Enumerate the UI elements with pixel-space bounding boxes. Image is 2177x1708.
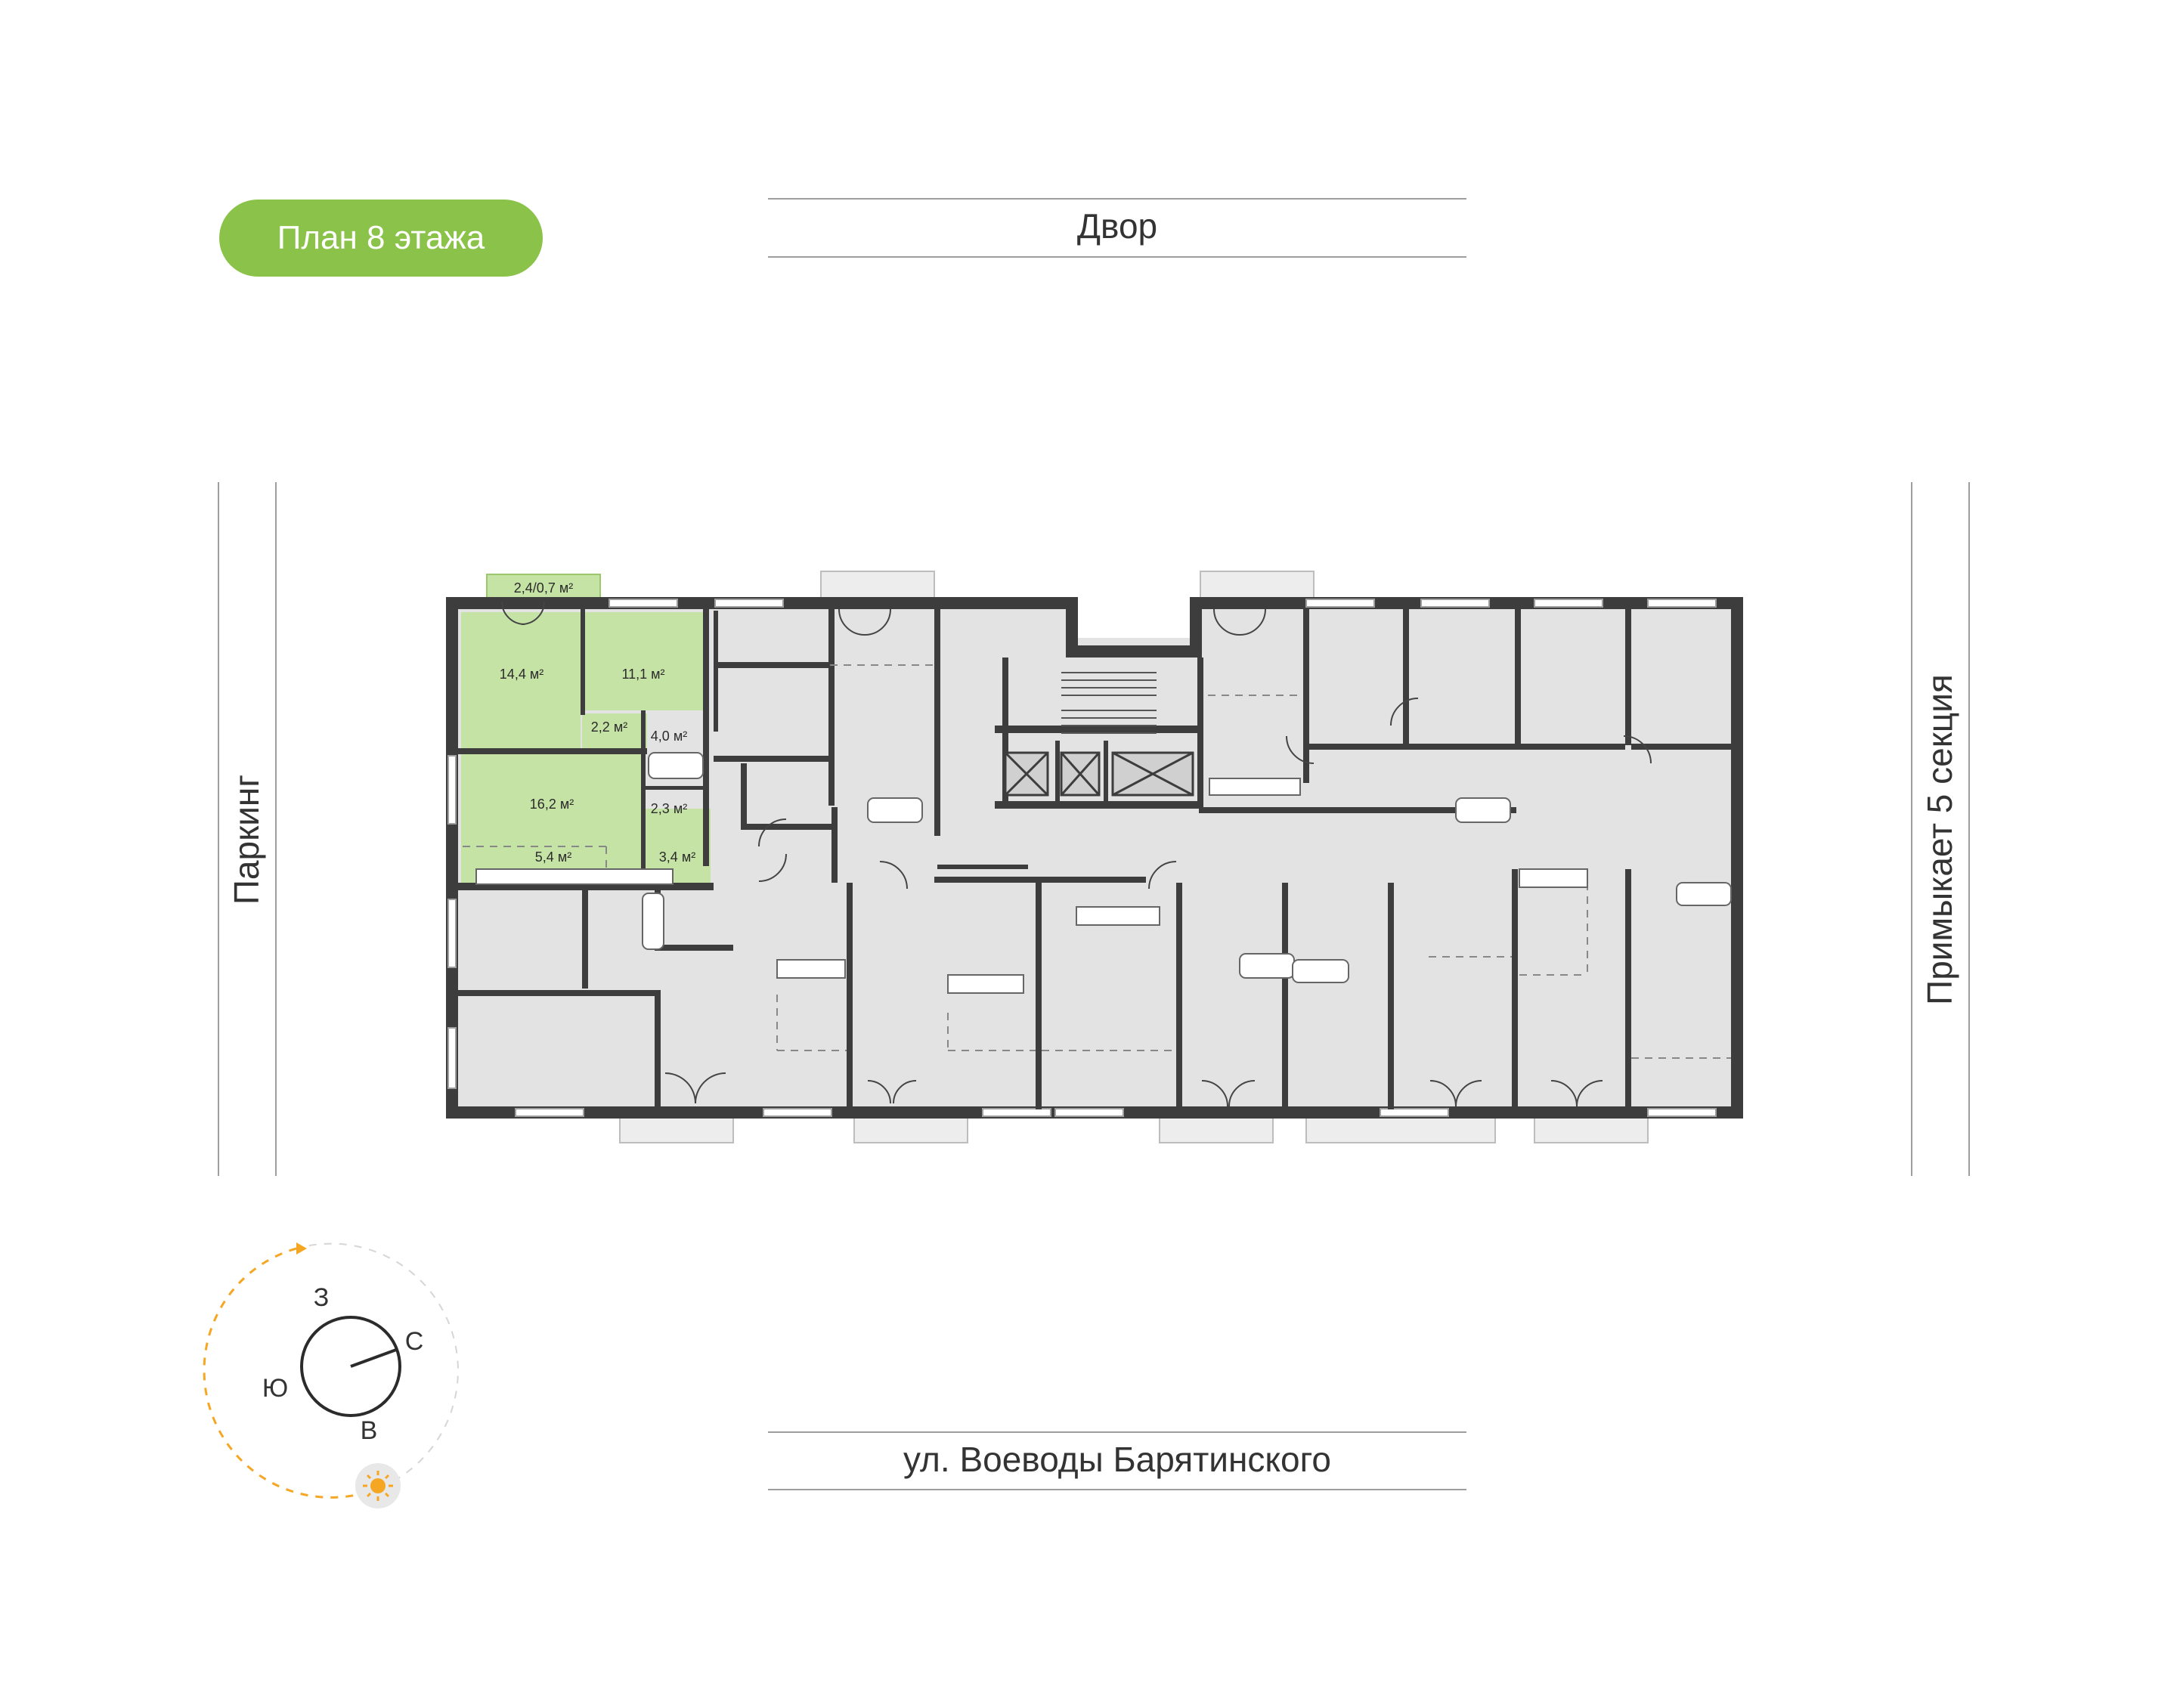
left-border-line-1 [218,482,219,1176]
kitchen-counter [475,868,674,885]
zone-lines [463,664,1731,1059]
living-room [461,754,641,883]
bottom-border-line-1 [768,1431,1466,1433]
courtyard-label: Двор [1076,206,1158,246]
compass-east: В [361,1416,378,1445]
area-bath-2: 2,3 м² [651,801,687,816]
bathtub-icon [642,893,664,950]
street-label: ул. Воеводы Барятинского [903,1440,1331,1479]
floor-title-badge: План 8 этажа [219,200,543,277]
sun-icon [355,1463,401,1508]
doors [501,601,1652,1107]
area-room-1: 14,4 м² [500,667,543,682]
compass-icon: З С Ю В [203,1242,459,1508]
area-hall-2: 3,4 м² [659,849,695,865]
room-2 [584,612,703,710]
area-kitchen: 5,4 м² [535,849,571,865]
left-border-line-2 [275,482,277,1176]
kitchen-counter [1076,906,1160,926]
room-1 [461,612,581,748]
bathtub-icon [1455,797,1511,823]
top-border-line-1 [768,198,1466,200]
compass-north: С [405,1327,424,1356]
interior-walls [458,609,1737,1111]
kitchen-counter [776,959,846,979]
kitchen-counter [947,974,1024,994]
area-room-2: 11,1 м² [621,667,664,682]
area-labels: 2,4/0,7 м² 14,4 м² 11,1 м² 2,2 м² 4,0 м²… [500,580,695,865]
windows [447,599,1717,1117]
highlighted-apartment [461,612,711,884]
compass-west: З [314,1283,330,1312]
right-border-line-2 [1968,482,1970,1176]
bottom-border-line-2 [768,1489,1466,1490]
hall-1 [582,713,647,751]
compass-south: Ю [262,1374,288,1403]
bathtub-icon [867,797,923,823]
area-bath-1: 4,0 м² [651,729,687,744]
bathtub-icon [1292,959,1349,983]
core [1004,672,1194,797]
right-border-line-1 [1911,482,1912,1176]
area-living: 16,2 м² [530,797,574,812]
area-balcony: 2,4/0,7 м² [514,580,573,596]
kitchen-counter [1519,868,1588,888]
top-border-line-2 [768,256,1466,258]
bathtub-icon [1676,882,1732,906]
bathtub-icon [648,752,704,779]
sun-path [203,1247,367,1499]
area-hall-1: 2,2 м² [591,719,627,735]
kitchen-counter [1209,778,1301,796]
fixtures [475,752,1732,994]
bathtub-icon [1239,953,1295,979]
